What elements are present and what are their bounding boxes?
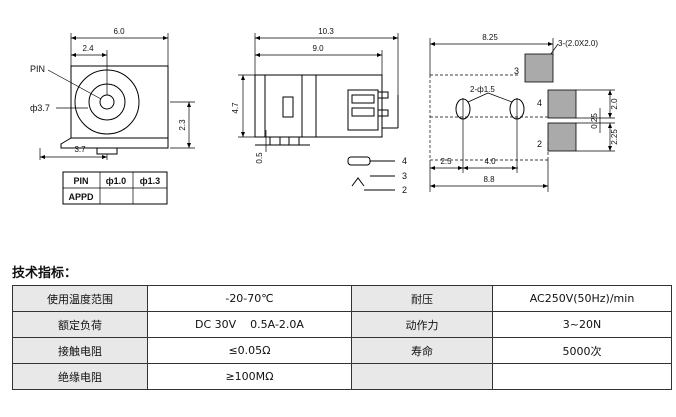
spec-key: 使用温度范围 <box>12 285 148 312</box>
hole-note: 2-ф1.5 <box>470 85 495 94</box>
spec-key: 接触电阻 <box>12 337 148 364</box>
spec-value: ≤0.05Ω <box>147 337 352 364</box>
spec-table: 使用温度范围 -20-70℃ 耐压 AC250V(50Hz)/min 额定负荷 … <box>12 285 672 390</box>
pad-number-2: 2 <box>537 139 542 149</box>
dia-label: ф3.7 <box>30 103 50 113</box>
spec-key: 寿命 <box>351 337 493 364</box>
dim-4-0: 4.0 <box>484 157 496 166</box>
spec-value: ≥100MΩ <box>147 363 352 390</box>
dim-2-3: 2.3 <box>178 119 187 131</box>
table-row: 接触电阻 ≤0.05Ω 寿命 5000次 <box>12 337 672 364</box>
technical-drawing: 6.0 2.4 PIN ф3.7 2.3 3.7 <box>30 27 619 205</box>
pad-3 <box>524 53 554 83</box>
dim-4-7: 4.7 <box>231 102 240 114</box>
table-row: 绝缘电阻 ≥100MΩ <box>12 363 672 390</box>
dim-0-5: 0.5 <box>255 152 264 164</box>
pin-table-header-1-3: ф1.3 <box>140 176 160 186</box>
dim-8-8: 8.8 <box>483 175 495 184</box>
spec-key: 额定负荷 <box>12 311 148 338</box>
spec-value: -20-70℃ <box>147 285 352 312</box>
dim-6-0: 6.0 <box>113 27 125 36</box>
pad-number-3: 3 <box>514 66 519 76</box>
left-view: 6.0 2.4 PIN ф3.7 2.3 3.7 <box>30 27 195 205</box>
pad-number-4: 4 <box>537 98 542 108</box>
spec-key: 耐压 <box>351 285 493 312</box>
pin-label: PIN <box>30 64 45 74</box>
spec-value <box>492 363 672 390</box>
dim-8-25: 8.25 <box>482 33 498 42</box>
dim-10-3: 10.3 <box>318 27 334 36</box>
spec-value: 5000次 <box>492 337 672 364</box>
spec-key <box>351 363 493 390</box>
dim-9-0: 9.0 <box>312 44 324 53</box>
pin-table-header-pin: PIN <box>73 176 88 186</box>
spec-key: 动作力 <box>351 311 493 338</box>
dim-0-25: 0.25 <box>590 113 599 129</box>
pad-2 <box>547 122 577 152</box>
dim-2-0: 2.0 <box>610 98 619 110</box>
table-row: 额定负荷 DC 30V 0.5A-2.0A 动作力 3~20N <box>12 311 672 338</box>
pin-size-table: PIN ф1.0 ф1.3 APPD <box>62 171 168 205</box>
table-row: 使用温度范围 -20-70℃ 耐压 AC250V(50Hz)/min <box>12 285 672 312</box>
dim-2-5: 2.5 <box>440 157 452 166</box>
pin-schematic: 4 3 2 <box>347 156 407 195</box>
spec-value: AC250V(50Hz)/min <box>492 285 672 312</box>
pin-table-header-1-0: ф1.0 <box>106 176 126 186</box>
dim-3-7: 3.7 <box>74 145 86 154</box>
spec-heading: 技术指标： <box>12 266 78 281</box>
spec-value: DC 30V 0.5A-2.0A <box>147 311 352 338</box>
dim-2-4: 2.4 <box>82 44 94 53</box>
dim-2-25: 2.25 <box>610 129 619 145</box>
pin-table-row-appd: APPD <box>68 192 94 202</box>
right-view: 8.25 3-(2.0X2.0) 3 4 2 2-ф1.5 2.0 0.25 <box>429 33 619 192</box>
pin-number-4: 4 <box>402 156 407 166</box>
pin-number-3: 3 <box>402 171 407 181</box>
pad-note: 3-(2.0X2.0) <box>558 39 598 48</box>
spec-key: 绝缘电阻 <box>12 363 148 390</box>
spec-value: 3~20N <box>492 311 672 338</box>
pin-number-2: 2 <box>402 185 407 195</box>
middle-view: 10.3 9.0 4.7 0.5 <box>231 27 407 195</box>
pad-4 <box>547 89 577 119</box>
